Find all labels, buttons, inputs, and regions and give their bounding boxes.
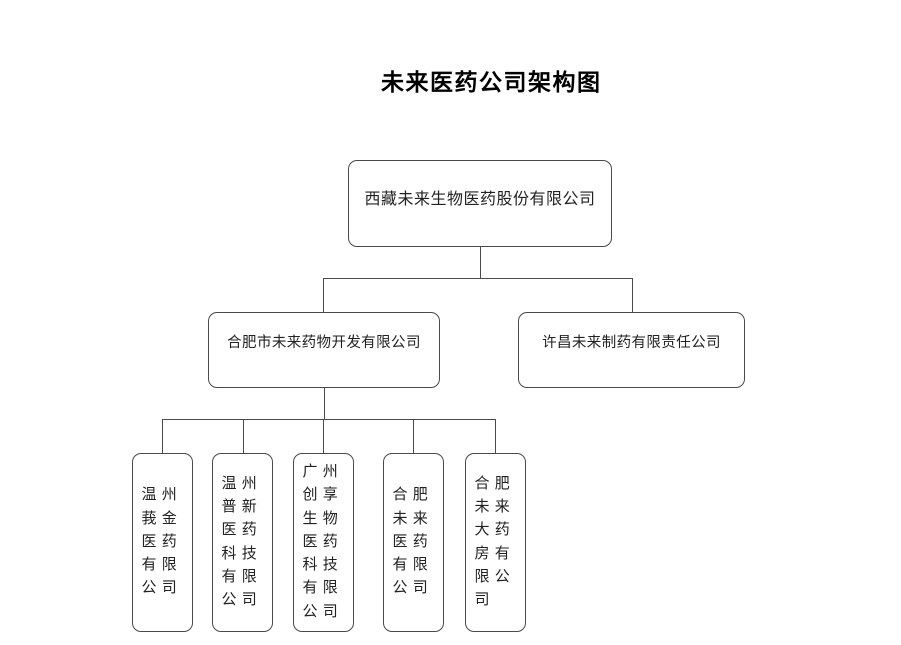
connector-child3-drop xyxy=(323,419,324,453)
connector-child2-drop xyxy=(243,419,244,453)
chart-title: 未来医药公司架构图 xyxy=(381,69,602,95)
node-sub-wenzhou-puxin-label: 温州普新医药科技有限公司 xyxy=(221,475,263,608)
node-root-company-label: 西藏未来生物医药股份有限公司 xyxy=(364,191,596,208)
node-sub-guangzhou-chuangxiang-label: 广州创享生物医药科技有限公司 xyxy=(302,464,344,620)
node-subsidiary-hefei-dev: 合肥市未来药物开发有限公司 xyxy=(208,312,440,388)
node-sub-hefei-weilai-pharma: 合肥未来医药有限公司 xyxy=(383,453,444,632)
node-subsidiary-hefei-dev-label: 合肥市未来药物开发有限公司 xyxy=(227,335,421,351)
node-subsidiary-xuchang: 许昌未来制药有限责任公司 xyxy=(518,312,745,388)
connector-child1-drop xyxy=(162,419,163,453)
node-sub-wenzhou-ejin-label: 温州莪金医药有限公司 xyxy=(141,487,183,597)
connector-child5-drop xyxy=(495,419,496,453)
node-root-company: 西藏未来生物医药股份有限公司 xyxy=(348,160,612,247)
node-sub-wenzhou-ejin: 温州莪金医药有限公司 xyxy=(132,453,193,632)
node-sub-wenzhou-puxin: 温州普新医药科技有限公司 xyxy=(212,453,273,632)
connector-level3-rail xyxy=(162,419,496,420)
node-sub-hefei-weilai-drugstore: 合肥未来大药房有限公司 xyxy=(465,453,526,632)
connector-child4-drop xyxy=(413,419,414,453)
connector-level2-left-down xyxy=(324,388,325,419)
connector-level2-right-drop xyxy=(632,278,633,312)
connector-level2-rail xyxy=(323,278,633,279)
connector-level2-left-drop xyxy=(323,278,324,312)
node-sub-guangzhou-chuangxiang: 广州创享生物医药科技有限公司 xyxy=(293,453,354,632)
node-sub-hefei-weilai-drugstore-label: 合肥未来大药房有限公司 xyxy=(474,475,516,608)
node-sub-hefei-weilai-pharma-label: 合肥未来医药有限公司 xyxy=(392,487,434,597)
node-subsidiary-xuchang-label: 许昌未来制药有限责任公司 xyxy=(542,335,721,351)
connector-root-down xyxy=(480,247,481,278)
